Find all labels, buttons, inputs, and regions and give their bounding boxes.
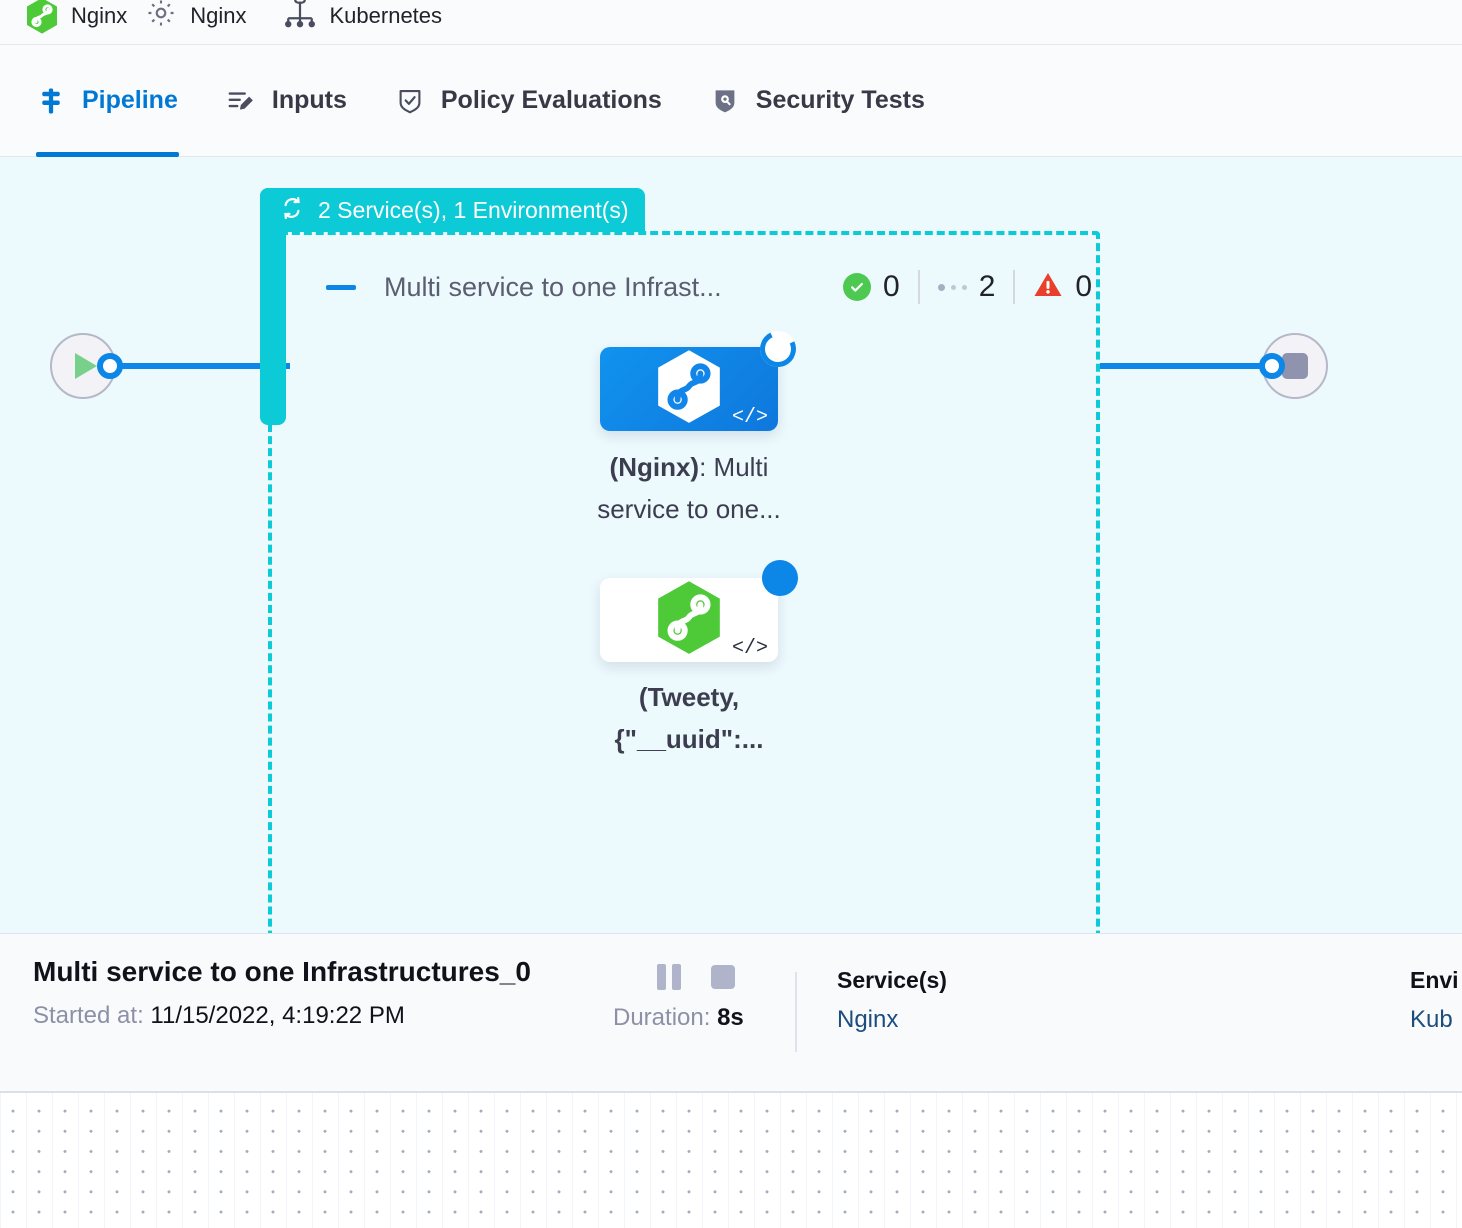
tab-policy-evaluations[interactable]: Policy Evaluations: [395, 45, 662, 157]
node-nginx-label-bold: (Nginx): [609, 452, 700, 482]
stop-icon: [1282, 353, 1308, 379]
services-value[interactable]: Nginx: [837, 1006, 899, 1033]
environments-value[interactable]: Kub: [1410, 1006, 1453, 1033]
tab-security-tests[interactable]: Security Tests: [710, 45, 925, 157]
play-icon: [75, 353, 97, 379]
status-success: 0: [843, 270, 918, 304]
shield-check-icon: [395, 86, 425, 116]
shield-security-icon: [710, 86, 740, 116]
status-error-count: 0: [1075, 270, 1093, 303]
status-success-count: 0: [883, 270, 900, 303]
status-divider-2: [1013, 270, 1016, 304]
status-pending-count: 2: [978, 270, 996, 303]
status-divider-1: [917, 270, 920, 304]
node-tweety-label: (Tweety, {"__uuid":...: [574, 676, 804, 760]
warning-triangle-icon: [1033, 271, 1063, 303]
minus-icon[interactable]: [326, 285, 356, 290]
stage-status-counts: 0 2 0: [843, 270, 1110, 304]
tab-bar: Pipeline Inputs Policy Evaluations: [0, 45, 1462, 157]
kubernetes-icon: [283, 0, 317, 34]
stage-header[interactable]: Multi service to one Infrast...: [326, 272, 722, 303]
pause-icon[interactable]: [657, 964, 681, 990]
spinner-running-icon: [754, 325, 802, 373]
tab-label-inputs: Inputs: [271, 86, 347, 114]
tab-label-security-tests: Security Tests: [755, 86, 925, 114]
status-error: 0: [1015, 270, 1110, 304]
execution-duration: Duration: 8s: [613, 1004, 744, 1032]
breadcrumb: Nginx Nginx: [0, 0, 1462, 45]
pipeline-icon: [36, 86, 66, 116]
start-node-connector-dot: [97, 353, 123, 379]
code-glyph-icon: </>: [731, 637, 768, 660]
tab-pipeline[interactable]: Pipeline: [36, 45, 179, 157]
loop-repeat-icon: [278, 194, 306, 227]
stage-title: Multi service to one Infrast...: [384, 272, 722, 302]
end-node-connector-dot: [1259, 353, 1285, 379]
duration-label: Duration:: [613, 1004, 711, 1031]
duration-value: 8s: [717, 1004, 744, 1031]
detail-divider-1: [795, 972, 797, 1052]
harness-hexagon-green-icon: [655, 580, 723, 661]
started-at-value: 11/15/2022, 4:19:22 PM: [150, 1002, 405, 1029]
background-grid: [0, 1091, 1462, 1228]
detail-services: Service(s) Nginx: [837, 967, 947, 1034]
execution-summary: Multi service to one Infrastructures_0 S…: [33, 956, 531, 1030]
execution-started-at: Started at: 11/15/2022, 4:19:22 PM: [33, 1002, 531, 1030]
gear-icon: [145, 0, 177, 34]
tab-label-pipeline: Pipeline: [82, 86, 178, 114]
stop-icon[interactable]: [711, 965, 735, 989]
dots-icon: [937, 283, 967, 291]
tab-inputs[interactable]: Inputs: [226, 45, 347, 157]
tab-label-policy-evaluations: Policy Evaluations: [440, 86, 662, 114]
group-badge[interactable]: 2 Service(s), 1 Environment(s): [260, 188, 645, 232]
node-tweety-label-bold: (Tweety, {"__uuid":...: [614, 682, 764, 754]
breadcrumb-item-nginx[interactable]: Nginx: [26, 0, 127, 44]
pipeline-canvas[interactable]: 2 Service(s), 1 Environment(s) Multi ser…: [0, 157, 1462, 933]
execution-title: Multi service to one Infrastructures_0: [33, 956, 531, 987]
node-nginx-label: (Nginx): Multi service to one...: [574, 446, 804, 530]
connector-start-to-group: [110, 363, 290, 369]
breadcrumb-label-nginx: Nginx: [71, 3, 128, 28]
connector-group-to-end: [1100, 363, 1280, 369]
services-header: Service(s): [837, 967, 947, 993]
node-tweety[interactable]: </>: [600, 554, 804, 662]
check-circle-icon: [843, 273, 871, 301]
execution-controls: Duration: 8s: [613, 964, 744, 1032]
stage-group-box[interactable]: [268, 231, 1100, 933]
status-pending: 2: [920, 270, 1014, 304]
breadcrumb-item-kubernetes[interactable]: Nginx: [145, 0, 247, 44]
breadcrumb-item-environment[interactable]: Kubernetes: [283, 0, 443, 44]
node-nginx-label-rest: : Multi service to one...: [597, 452, 781, 524]
group-badge-label: 2 Service(s), 1 Environment(s): [318, 196, 629, 223]
inputs-icon: [226, 86, 256, 116]
harness-hexagon-green-icon: [26, 0, 58, 34]
spinner-running-icon: [756, 554, 804, 602]
started-at-label: Started at:: [33, 1002, 144, 1029]
environments-header: Envi: [1410, 967, 1459, 993]
code-glyph-icon: </>: [731, 406, 768, 429]
breadcrumb-label-kubernetes: Kubernetes: [329, 2, 443, 28]
breadcrumb-label-kubernetes-service: Nginx: [190, 2, 247, 28]
execution-detail-panel: Multi service to one Infrastructures_0 S…: [0, 933, 1462, 1091]
detail-environments: Envi Kub: [1410, 967, 1459, 1034]
harness-hexagon-white-icon: [655, 349, 723, 430]
node-nginx[interactable]: </>: [600, 325, 802, 431]
